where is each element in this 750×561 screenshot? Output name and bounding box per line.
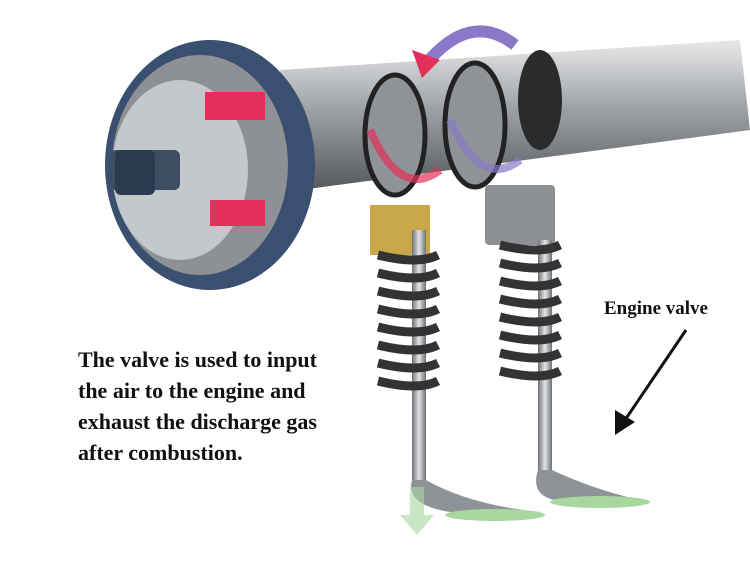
flow-down-arrow [400, 487, 434, 535]
caption-line: exhaust the discharge gas [78, 409, 317, 434]
pointer-arrow [615, 329, 688, 435]
caption-line: the air to the engine and [78, 378, 306, 403]
intake-valve [370, 205, 545, 521]
rotation-arrow [420, 25, 519, 69]
rotation-arrow-head [412, 50, 440, 78]
caption: The valve is used to input the air to th… [78, 344, 317, 468]
caption-line: The valve is used to input [78, 347, 317, 372]
cam-phaser-gear [105, 40, 315, 290]
engine-valve-label: Engine valve [604, 298, 708, 319]
caption-line: after combustion. [78, 440, 243, 465]
exhaust-valve [485, 185, 650, 508]
cam-lobes [362, 50, 562, 198]
